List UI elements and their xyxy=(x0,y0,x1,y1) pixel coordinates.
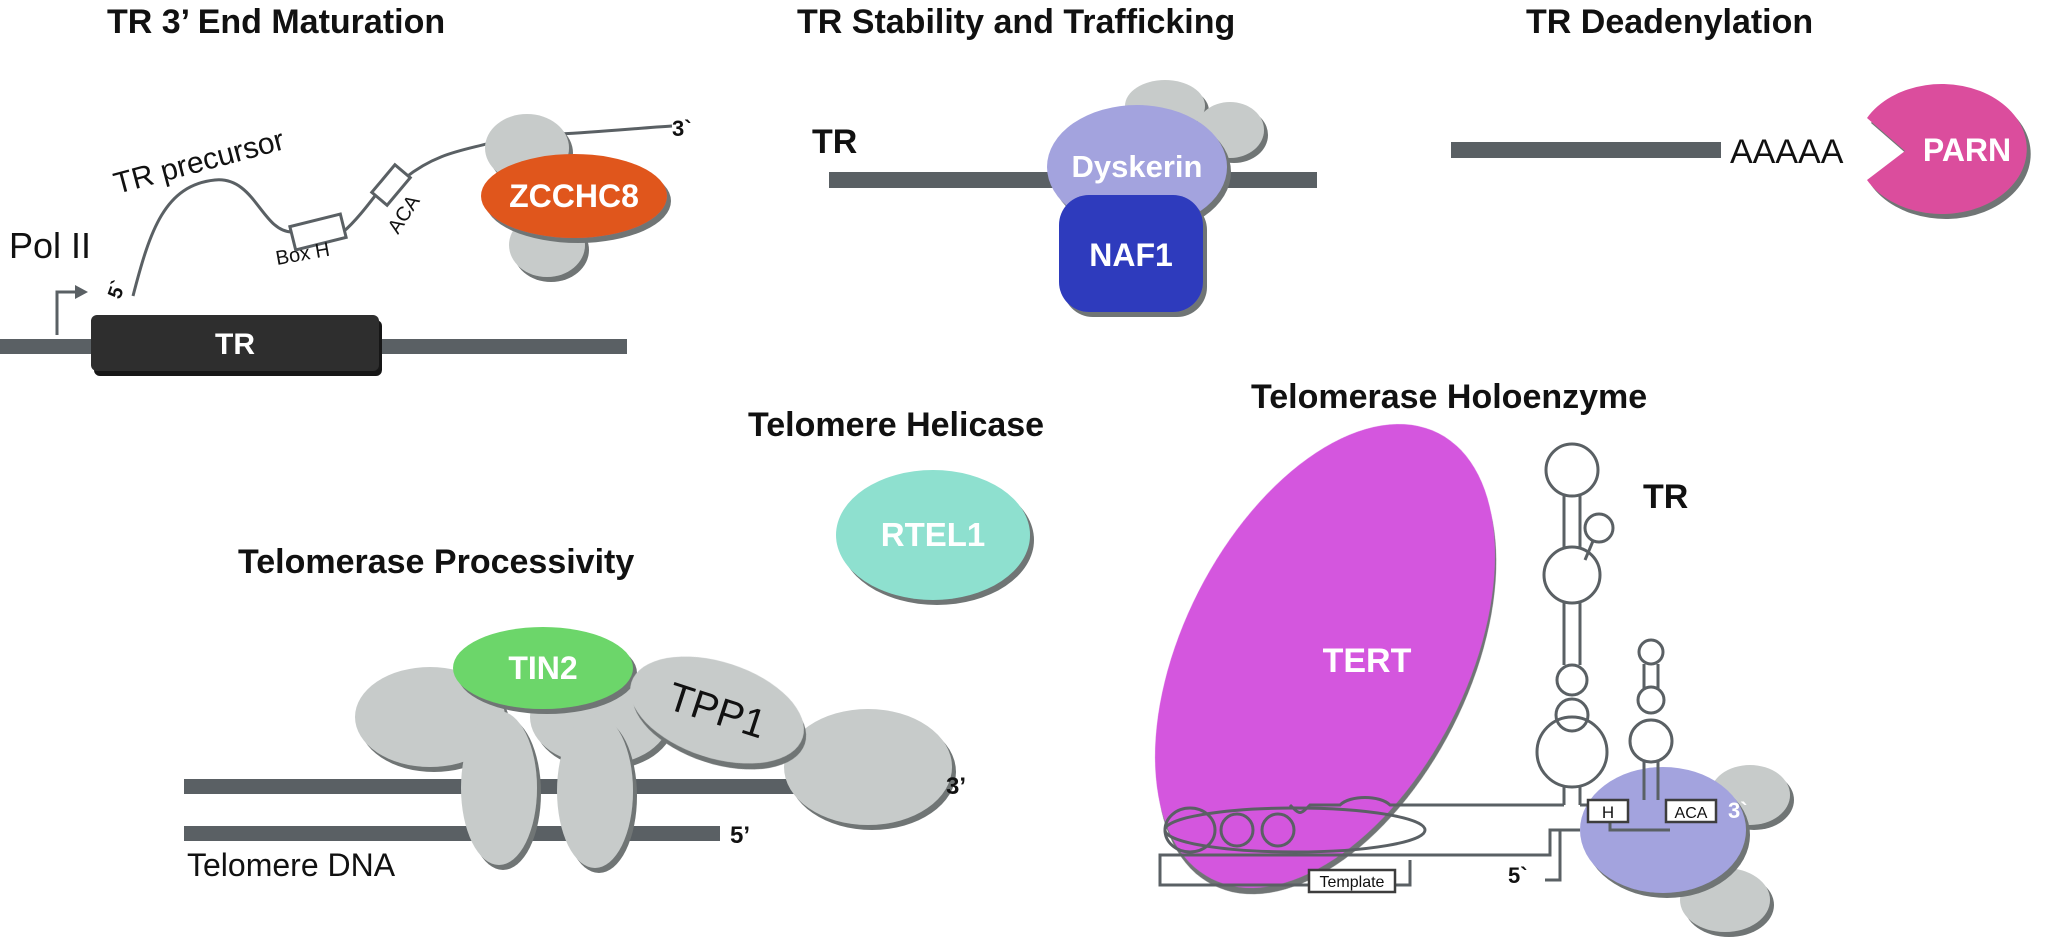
maturation-panel: TR Pol II Box H ACA TR precursor 5` 3` Z… xyxy=(0,114,692,371)
promoter-arrowhead xyxy=(75,285,88,299)
holo-aca-label: ACA xyxy=(1675,805,1708,822)
deadenylation-strand xyxy=(1451,142,1721,158)
telomere-dna-top-strand xyxy=(184,779,929,794)
tert-label: TERT xyxy=(1323,642,1412,680)
tpp1-protein xyxy=(630,656,804,764)
holo-aca-box xyxy=(1664,798,1718,824)
holo-h-box xyxy=(1586,798,1630,824)
title-processivity: Telomerase Processivity xyxy=(238,543,634,581)
tin2-label: TIN2 xyxy=(508,650,577,686)
promoter-arrow xyxy=(55,290,76,335)
rtel1-protein xyxy=(836,470,1030,600)
deadenylation-panel: AAAAA PARN xyxy=(1451,84,2027,214)
zcchc8-protein xyxy=(481,154,667,238)
rtel1-label: RTEL1 xyxy=(881,516,986,553)
holo-tr-label: TR xyxy=(1643,478,1688,516)
telomere-dna-label: Telomere DNA xyxy=(187,847,396,883)
template-box xyxy=(1307,868,1397,894)
title-deadenylation: TR Deadenylation xyxy=(1526,3,1813,41)
tin2-protein xyxy=(453,627,633,709)
shelterin-gray-3 xyxy=(784,709,952,825)
five-prime-label: 5` xyxy=(104,277,131,301)
title-helicase: Telomere Helicase xyxy=(748,406,1044,444)
title-stability: TR Stability and Trafficking xyxy=(797,3,1235,41)
aca-box xyxy=(369,162,413,208)
tert-protein xyxy=(1155,424,1495,888)
parn-protein xyxy=(1867,84,2027,214)
holo-3prime-label: 3` xyxy=(1728,798,1748,823)
shelterin-gray-1 xyxy=(355,667,505,767)
three-prime-label: 3` xyxy=(672,116,692,141)
naf1-label: NAF1 xyxy=(1089,237,1173,273)
box-h-label: Box H xyxy=(274,239,331,270)
helicase-panel: RTEL1 xyxy=(836,470,1030,600)
naf1-protein xyxy=(1059,195,1203,312)
holo-h-label: H xyxy=(1602,803,1614,822)
processivity-5prime-label: 5’ xyxy=(730,822,750,849)
tr-gene-label: TR xyxy=(215,328,255,361)
holoenzyme-panel: TERT xyxy=(1155,424,1790,932)
polya-label: AAAAA xyxy=(1730,133,1844,171)
shelterin-gray-4 xyxy=(461,711,537,865)
title-maturation: TR 3’ End Maturation xyxy=(107,3,445,41)
telomere-dna-bottom-strand xyxy=(184,826,720,841)
pol-ii-label: Pol II xyxy=(9,225,91,266)
title-holoenzyme: Telomerase Holoenzyme xyxy=(1251,378,1647,416)
holo-5prime-label: 5` xyxy=(1508,863,1528,888)
shelterin-gray-5 xyxy=(557,714,633,868)
processivity-panel: TIN2 TPP1 3’ 5’ Telomere DNA xyxy=(184,627,966,883)
template-label: Template xyxy=(1320,874,1385,891)
dyskerin-label: Dyskerin xyxy=(1072,149,1203,184)
zcchc8-label: ZCCHC8 xyxy=(509,178,639,214)
parn-label: PARN xyxy=(1923,132,2011,168)
stability-panel: TR Dyskerin NAF1 xyxy=(812,80,1317,312)
precursor-label: TR precursor xyxy=(110,124,288,201)
stability-tr-label: TR xyxy=(812,123,857,161)
precursor-rna xyxy=(131,178,293,297)
box-h xyxy=(288,212,348,252)
processivity-3prime-label: 3’ xyxy=(946,773,966,800)
tr-gene-box xyxy=(91,315,379,371)
